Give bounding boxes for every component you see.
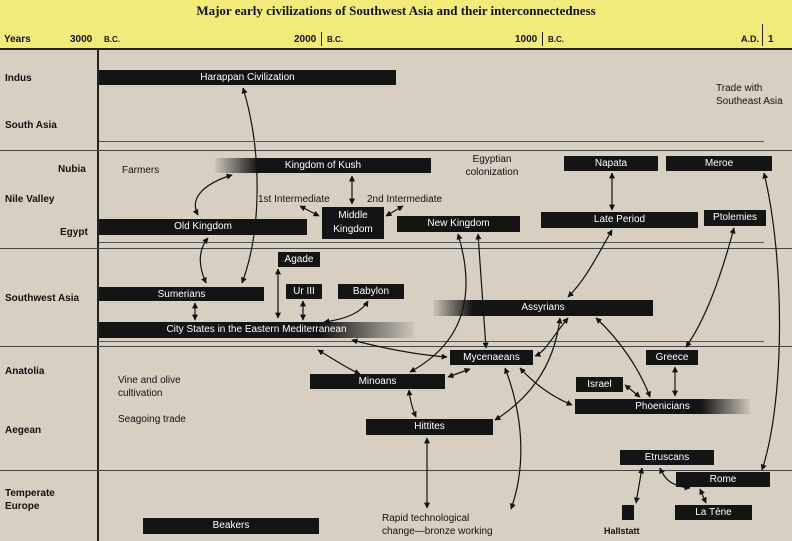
bar-late-period: Late Period	[541, 212, 698, 228]
arrow-assyrians-mycenaeans	[534, 317, 569, 357]
separator-aegean	[0, 470, 792, 471]
bar-minoans: Minoans	[310, 374, 445, 389]
arrow-new-kingdom-minoans	[409, 233, 467, 373]
bar-la-tene: La Tène	[675, 505, 752, 520]
bar-harappan: Harappan Civilization	[99, 70, 396, 85]
region-anatolia: Anatolia	[5, 366, 45, 377]
separator-nile	[0, 248, 792, 249]
arrow-babylon-city-states	[323, 300, 369, 325]
note-hallstatt: Hallstatt	[604, 526, 640, 536]
arrow-rome-la-tene	[699, 488, 707, 504]
bar-etruscans: Etruscans	[620, 450, 714, 465]
arrow-late-period-assyrians	[567, 229, 613, 298]
note-egyptian-colonization: Egyptian colonization	[465, 154, 519, 178]
region-southwest-asia: Southwest Asia	[5, 293, 80, 304]
region-nile-valley: Nile Valley	[5, 194, 55, 205]
arrow-israel-phoenicians	[624, 384, 641, 398]
note-vine-olive: Vine and olive cultivation	[118, 375, 181, 399]
bar-agade: Agade	[278, 252, 320, 267]
timeline-start-line	[97, 48, 99, 541]
axis-tick-2000: 2000	[294, 34, 317, 45]
axis-tick-1000-suffix: B.C.	[548, 35, 564, 44]
axis-tick-3000: 3000	[70, 34, 93, 45]
arrow-kush-old-kingdom	[192, 173, 233, 216]
bar-ur-iii: Ur III	[286, 284, 322, 299]
title-band	[0, 0, 792, 48]
bar-babylon: Babylon	[338, 284, 404, 299]
bar-kingdom-of-kush: Kingdom of Kush	[215, 158, 431, 173]
region-south-asia: South Asia	[5, 120, 57, 131]
axis-label-years: Years	[4, 34, 31, 45]
axis-tick-1: 1	[768, 34, 774, 45]
arrow-old-kingdom-sumerians	[199, 237, 209, 284]
region-egypt: Egypt	[60, 227, 88, 238]
diagram-title: Major early civilizations of Southwest A…	[196, 3, 596, 18]
bar-middle-kingdom: Middle Kingdom	[322, 207, 384, 239]
tick-mark-2000	[321, 32, 322, 46]
arrow-new-kingdom-mycenaeans	[475, 233, 489, 349]
arrow-second-intermediate-middle	[385, 205, 404, 217]
arrow-minoans-hittites	[406, 389, 417, 418]
arrow-mycenaeans-phoenicians	[519, 367, 573, 406]
note-rapid-technological-change: Rapid technological change—bronze workin…	[382, 513, 493, 537]
bar-new-kingdom: New Kingdom	[397, 216, 520, 232]
region-indus: Indus	[5, 73, 32, 84]
arrow-etruscans-rome	[659, 467, 691, 491]
arrow-first-intermediate-middle	[299, 205, 320, 217]
separator-indus-faint	[99, 141, 764, 142]
region-nubia: Nubia	[58, 164, 86, 175]
bar-hittites: Hittites	[366, 419, 493, 435]
axis-baseline	[0, 48, 792, 50]
bar-napata: Napata	[564, 156, 658, 171]
note-seagoing-trade: Seagoing trade	[118, 414, 186, 425]
bar-phoenicians: Phoenicians	[575, 399, 750, 414]
arrow-etruscans-hallstatt	[633, 467, 645, 504]
axis-tick-ad-prefix: A.D.	[741, 34, 759, 44]
bar-beakers: Beakers	[143, 518, 319, 534]
axis-tick-1000: 1000	[515, 34, 538, 45]
note-first-intermediate: 1st Intermediate	[258, 194, 330, 205]
bar-hallstatt	[622, 505, 634, 520]
tick-mark-1000	[542, 32, 543, 46]
arrow-city-states-minoans	[317, 349, 361, 375]
separator-south-asia	[0, 150, 792, 151]
bar-ptolemies: Ptolemies	[704, 210, 766, 226]
bar-meroe: Meroe	[666, 156, 772, 171]
bar-greece: Greece	[646, 350, 698, 365]
region-aegean: Aegean	[5, 425, 42, 436]
note-second-intermediate: 2nd Intermediate	[367, 194, 443, 205]
arrow-harappan-sumerians	[241, 87, 258, 284]
arrow-mycenaeans-bronze	[504, 367, 522, 510]
arrow-city-states-mycenaeans	[351, 338, 448, 360]
arrow-meroe-rome	[760, 172, 781, 471]
bar-sumerians: Sumerians	[99, 287, 264, 301]
note-farmers: Farmers	[122, 165, 160, 176]
note-trade-southeast-asia: Trade with Southeast Asia	[716, 83, 783, 107]
arrow-assyrians-phoenicians	[595, 317, 651, 398]
tick-mark-1	[762, 24, 763, 46]
bar-city-states: City States in the Eastern Mediterranean	[99, 322, 414, 338]
bar-rome: Rome	[676, 472, 770, 487]
axis-tick-3000-suffix: B.C.	[104, 35, 120, 44]
arrow-ptolemies-greece	[685, 227, 736, 348]
axis-tick-2000-suffix: B.C.	[327, 35, 343, 44]
region-temperate-europe: Temperate Europe	[5, 488, 55, 512]
arrow-minoans-mycenaeans	[447, 368, 471, 378]
